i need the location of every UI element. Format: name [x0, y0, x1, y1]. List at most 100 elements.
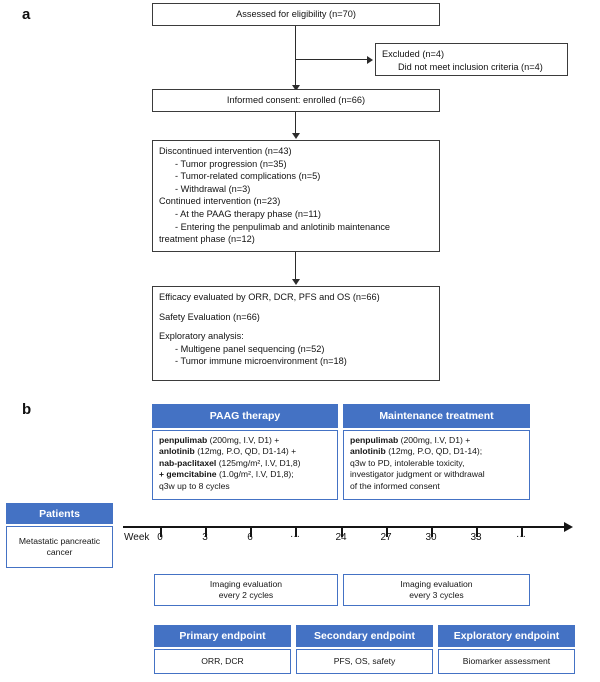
imaging-left-line-2: every 2 cycles — [218, 590, 274, 600]
timeline-tick-0 — [160, 528, 162, 537]
card-body-maintenance-treatment: penpulimab (200mg, I.V, D1) + anlotinib … — [343, 430, 530, 500]
intervention-line-2: - Tumor progression (n=35) — [175, 158, 287, 169]
timeline-tick-30 — [431, 528, 433, 537]
primary-endpoint-header-text: Primary endpoint — [179, 630, 266, 642]
patients-line-2: cancer — [46, 547, 73, 557]
timeline-tick-33 — [476, 528, 478, 537]
paag-line-4: + gemcitabine (1.0g/m², I.V, D1,8); — [159, 469, 331, 480]
box-assessed-for-eligibility: Assessed for eligibility (n=70) — [152, 3, 440, 26]
patients-body-text: Metastatic pancreatic cancer — [19, 536, 100, 559]
card-header-patients: Patients — [6, 503, 113, 524]
paag-drug-nab-paclitaxel: nab-paclitaxel — [159, 457, 217, 468]
paag-line-3-rest: (125mg/m², I.V, D1,8) — [216, 457, 301, 468]
box-intervention-status: Discontinued intervention (n=43) - Tumor… — [152, 140, 440, 252]
timeline-label-ellipsis-2: ··· — [516, 531, 526, 542]
outcomes-spacer-2 — [159, 323, 433, 330]
patients-header-text: Patients — [39, 507, 80, 520]
outcomes-line-4: - Multigene panel sequencing (n=52) — [175, 343, 325, 354]
box-consent-text: Informed consent: enrolled (n=66) — [226, 95, 366, 106]
box-assessed-text: Assessed for eligibility (n=70) — [236, 9, 356, 20]
box-excluded: Excluded (n=4) Did not meet inclusion cr… — [375, 43, 568, 76]
imaging-right-line-2: every 3 cycles — [409, 590, 464, 600]
box-informed-consent: Informed consent: enrolled (n=66) — [152, 89, 440, 112]
arrowhead-to-excluded — [367, 55, 373, 64]
timeline-label-3: 3 — [202, 532, 208, 543]
secondary-endpoint-header-text: Secondary endpoint — [314, 630, 415, 642]
timeline-tick-6 — [250, 528, 252, 537]
intervention-line-8: treatment phase (n=12) — [159, 234, 255, 245]
connector-consent-to-intervention — [295, 112, 297, 137]
timeline-tick-27 — [386, 528, 388, 537]
maintenance-line-1: penpulimab (200mg, I.V, D1) + — [350, 435, 523, 446]
timeline-label-6: 6 — [247, 532, 253, 543]
patients-line-1: Metastatic pancreatic — [18, 535, 101, 546]
maintenance-line-3: q3w to PD, intolerable toxicity, — [350, 457, 465, 468]
imaging-right-text: Imaging evaluation every 3 cycles — [400, 579, 472, 602]
timeline-week-label: Week — [124, 532, 150, 543]
box-outcomes: Efficacy evaluated by ORR, DCR, PFS and … — [152, 286, 440, 381]
card-header-primary-endpoint: Primary endpoint — [154, 625, 291, 647]
maintenance-header-text: Maintenance treatment — [379, 410, 494, 422]
paag-line-3: nab-paclitaxel (125mg/m², I.V, D1,8) — [159, 458, 331, 469]
maintenance-line-2-rest: (12mg, P.O, QD, D1-14); — [385, 446, 483, 457]
intervention-line-3: - Tumor-related complications (n=5) — [175, 171, 321, 182]
paag-line-4-rest: (1.0g/m², I.V, D1,8); — [216, 469, 294, 480]
timeline-label-ellipsis-1: ··· — [290, 531, 300, 542]
paag-header-text: PAAG therapy — [209, 410, 281, 422]
arrowhead-to-intervention — [291, 133, 300, 139]
card-body-paag-therapy: penpulimab (200mg, I.V, D1) + anlotinib … — [152, 430, 338, 500]
timeline-label-0: 0 — [157, 532, 163, 543]
maintenance-line-5: of the informed consent — [350, 480, 440, 491]
maintenance-drug-anlotinib: anlotinib — [350, 446, 386, 457]
paag-line-2-rest: (12mg, P.O, QD, D1-14) + — [194, 446, 297, 457]
timeline-tick-gap-1 — [295, 528, 297, 537]
card-body-primary-endpoint: ORR, DCR — [154, 649, 291, 674]
card-header-exploratory-endpoint: Exploratory endpoint — [438, 625, 575, 647]
excluded-line-2: Did not meet inclusion criteria (n=4) — [398, 61, 543, 72]
box-imaging-evaluation-left: Imaging evaluation every 2 cycles — [154, 574, 338, 606]
outcomes-line-2: Safety Evaluation (n=66) — [159, 311, 260, 322]
card-header-paag-therapy: PAAG therapy — [152, 404, 338, 428]
timeline-axis — [123, 526, 566, 529]
connector-intervention-to-outcomes — [295, 252, 297, 283]
maintenance-drug-penpulimab: penpulimab — [350, 435, 399, 445]
paag-drug-gemcitabine: + gemcitabine — [159, 469, 217, 480]
paag-line-5: q3w up to 8 cycles — [159, 480, 230, 491]
intervention-line-6: - At the PAAG therapy phase (n=11) — [175, 208, 321, 219]
card-body-patients: Metastatic pancreatic cancer — [6, 526, 113, 568]
primary-endpoint-body-text: ORR, DCR — [201, 655, 244, 666]
intervention-line-5: Continued intervention (n=23) — [159, 196, 281, 207]
box-imaging-evaluation-right: Imaging evaluation every 3 cycles — [343, 574, 530, 606]
excluded-line-1: Excluded (n=4) — [382, 49, 445, 59]
intervention-line-1: Discontinued intervention (n=43) — [159, 146, 292, 156]
panel-b-label: b — [22, 401, 32, 418]
maintenance-line-2: anlotinib (12mg, P.O, QD, D1-14); — [350, 446, 523, 457]
intervention-line-7: - Entering the penpulimab and anlotinib … — [175, 221, 391, 232]
outcomes-line-5: - Tumor immune microenvironment (n=18) — [175, 356, 347, 367]
connector-to-excluded — [295, 59, 368, 61]
timeline-tick-3 — [205, 528, 207, 537]
paag-line-1: penpulimab (200mg, I.V, D1) + — [159, 435, 331, 446]
imaging-left-text: Imaging evaluation every 2 cycles — [210, 579, 282, 602]
arrowhead-to-outcomes — [291, 279, 300, 285]
imaging-left-line-1: Imaging evaluation — [209, 578, 283, 589]
maintenance-line-1-rest: (200mg, I.V, D1) + — [398, 435, 471, 445]
imaging-right-line-1: Imaging evaluation — [400, 578, 473, 589]
connector-assessed-to-consent — [295, 26, 297, 89]
outcomes-line-1: Efficacy evaluated by ORR, DCR, PFS and … — [159, 292, 380, 302]
paag-line-2: anlotinib (12mg, P.O, QD, D1-14) + — [159, 446, 331, 457]
card-body-exploratory-endpoint: Biomarker assessment — [438, 649, 575, 674]
intervention-line-4: - Withdrawal (n=3) — [175, 183, 251, 194]
timeline-tick-gap-2 — [521, 528, 523, 537]
paag-drug-penpulimab: penpulimab — [159, 435, 208, 445]
panel-a-label: a — [22, 6, 31, 23]
card-header-secondary-endpoint: Secondary endpoint — [296, 625, 433, 647]
timeline-label-27: 27 — [380, 532, 392, 543]
timeline-arrowhead-icon — [564, 522, 573, 532]
card-body-secondary-endpoint: PFS, OS, safety — [296, 649, 433, 674]
timeline-tick-24 — [341, 528, 343, 537]
timeline-label-30: 30 — [425, 532, 437, 543]
paag-line-1-rest: (200mg, I.V, D1) + — [207, 435, 280, 445]
arrowhead-to-consent — [291, 85, 300, 91]
